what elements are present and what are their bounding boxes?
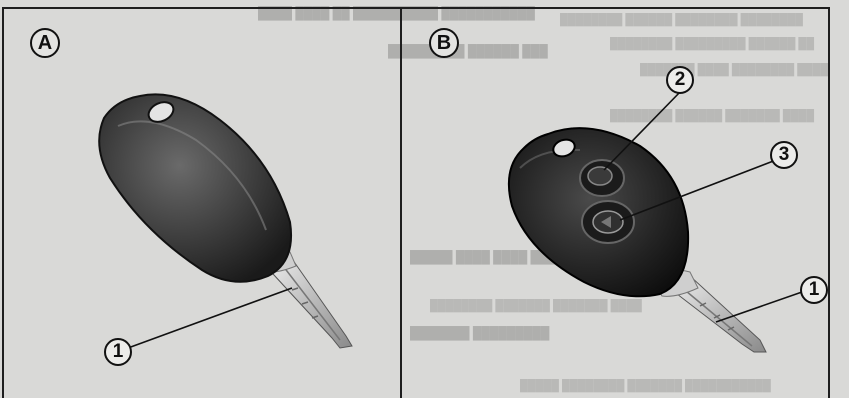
callout-1-panel-a: 1 bbox=[104, 338, 132, 366]
callout-2-panel-b: 2 bbox=[666, 66, 694, 94]
panel-label-b: B bbox=[429, 28, 459, 58]
callout-1-panel-b: 1 bbox=[800, 276, 828, 304]
key-a bbox=[99, 94, 352, 348]
panel-label-a: A bbox=[30, 28, 60, 58]
callout-3-panel-b: 3 bbox=[770, 141, 798, 169]
